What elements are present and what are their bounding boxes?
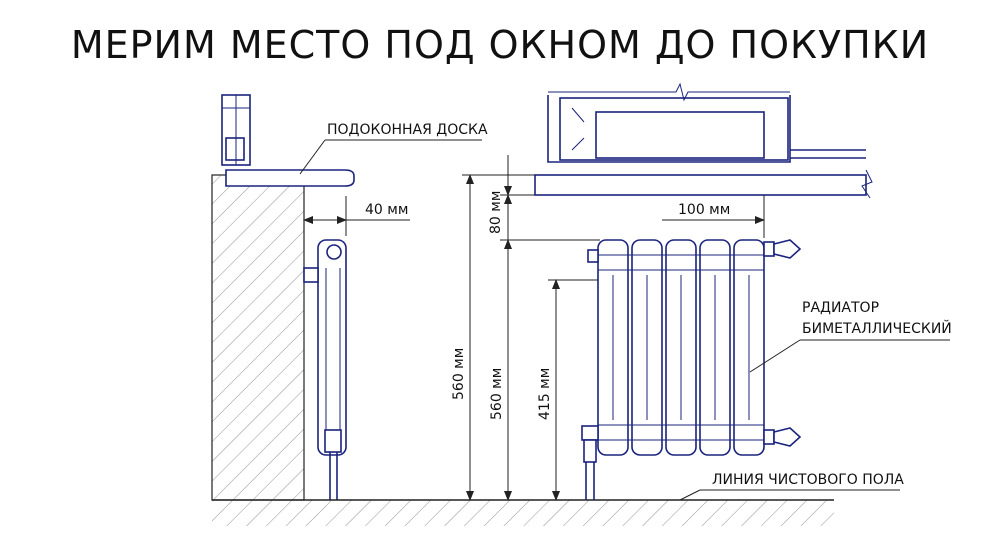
dim-total-height-left: 560 мм <box>451 348 467 400</box>
window-sill-board <box>225 169 355 187</box>
side-section-view: 40 мм ПОДОКОННАЯ ДОСКА <box>211 94 488 501</box>
dim-wall-gap: 40 мм <box>365 202 408 218</box>
dim-side-depth: 100 мм <box>678 202 730 218</box>
label-radiator-line1: РАДИАТОР <box>802 300 879 316</box>
page-title: МЕРИМ МЕСТО ПОД ОКНОМ ДО ПОКУПКИ <box>71 23 929 67</box>
label-radiator-line2: БИМЕТАЛЛИЧЕСКИЙ <box>802 319 952 337</box>
floor: ЛИНИЯ ЧИСТОВОГО ПОЛА <box>212 472 904 526</box>
dim-sill-gap: 80 мм <box>488 191 504 234</box>
front-view: 100 мм РАДИАТОР БИМЕТАЛЛИЧЕСКИЙ <box>534 82 952 500</box>
vertical-dimensions: 560 мм 80 мм 560 мм 415 мм <box>451 155 600 501</box>
radiator-side-profile <box>317 239 347 456</box>
radiator-front <box>581 239 802 500</box>
label-finished-floor: ЛИНИЯ ЧИСТОВОГО ПОЛА <box>712 472 904 488</box>
window-sill-front <box>534 174 867 196</box>
dim-total-height: 560 мм <box>489 368 505 420</box>
label-window-sill: ПОДОКОННАЯ ДОСКА <box>327 122 488 138</box>
wall <box>211 174 305 501</box>
dim-center-distance: 415 мм <box>537 368 553 420</box>
